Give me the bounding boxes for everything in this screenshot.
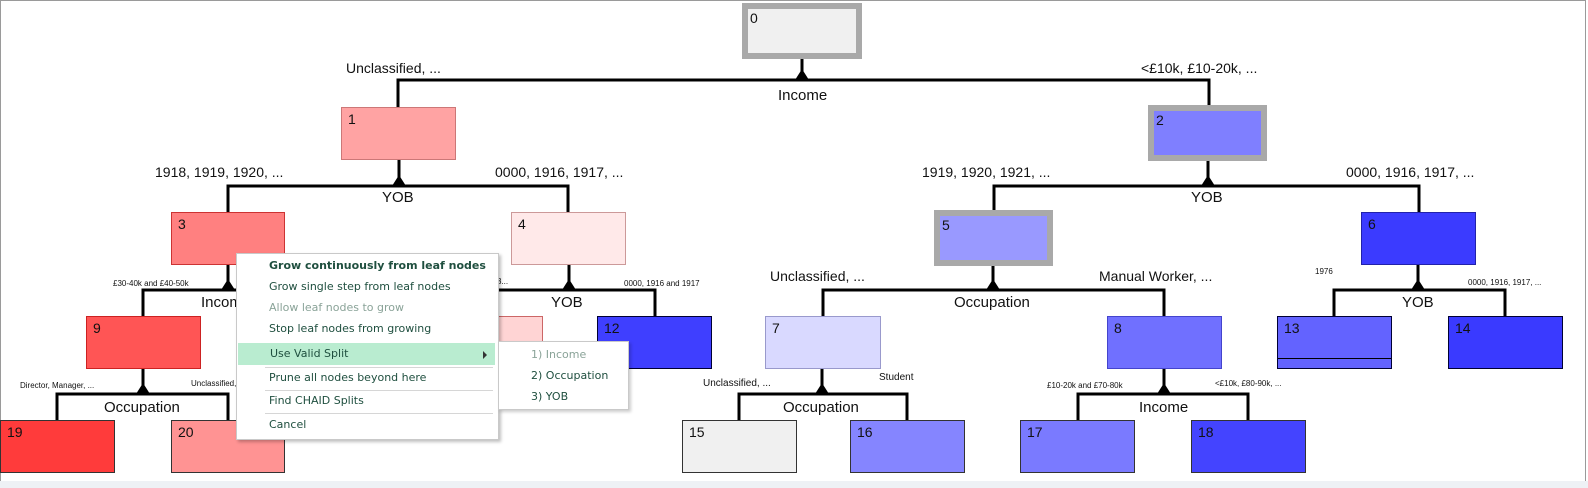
tree-node-16[interactable]: 16 [850, 420, 965, 473]
split-variable-label: YOB [1402, 294, 1434, 311]
menu-item-grow-continuously[interactable]: Grow continuously from leaf nodes [269, 259, 486, 272]
context-menu: Grow continuously from leaf nodes Grow s… [236, 253, 499, 440]
node-id: 20 [178, 424, 194, 440]
node-id: 0 [750, 10, 758, 26]
menu-separator [265, 413, 493, 414]
node-id: 16 [857, 424, 873, 440]
branch-label: Director, Manager, ... [20, 381, 95, 390]
split-marker-8 [1157, 383, 1171, 394]
tree-node-6[interactable]: 6 [1361, 212, 1476, 265]
node-id: 6 [1368, 216, 1376, 232]
branch-label: £30-40k and £40-50k [113, 279, 189, 288]
node-id: 15 [689, 424, 705, 440]
split-variable-label: YOB [382, 189, 414, 206]
submenu-item-occupation[interactable]: 2) Occupation [531, 369, 609, 382]
node-id: 12 [604, 320, 620, 336]
tree-node-0[interactable]: 0 [742, 3, 862, 59]
tree-node-9[interactable]: 9 [86, 316, 201, 369]
split-variable-label: Occupation [104, 399, 180, 416]
tree-node-19[interactable]: 19 [0, 420, 115, 473]
submenu-item-income[interactable]: 1) Income [531, 348, 587, 361]
tree-node-7[interactable]: 7 [765, 316, 881, 369]
node-id: 13 [1284, 320, 1300, 336]
split-variable-label: YOB [1191, 189, 1223, 206]
menu-item-label: Use Valid Split [270, 347, 349, 360]
branch-label: 0000, 1916, 1917, ... [1468, 278, 1542, 287]
menu-separator [265, 367, 493, 368]
tree-node-5[interactable]: 5 [934, 210, 1053, 266]
split-marker-1 [392, 175, 406, 186]
branch-label: 3... [497, 277, 509, 286]
branch-label: Student [879, 372, 914, 383]
menu-item-allow-leaf-grow[interactable]: Allow leaf nodes to grow [269, 301, 405, 314]
split-variable-label: Occupation [954, 294, 1030, 311]
tree-node-1[interactable]: 1 [341, 107, 456, 160]
tree-node-18[interactable]: 18 [1191, 420, 1306, 473]
branch-label: <£10k, £10-20k, ... [1141, 60, 1258, 76]
menu-item-stop-leaf-grow[interactable]: Stop leaf nodes from growing [269, 322, 432, 335]
tree-node-17[interactable]: 17 [1020, 420, 1135, 473]
node-id: 2 [1156, 112, 1164, 128]
split-marker-5 [986, 279, 1000, 290]
branch-label: 1918, 1919, 1920, ... [155, 164, 284, 180]
node-id: 1 [348, 111, 356, 127]
split-marker-7 [815, 383, 829, 394]
split-marker-3 [221, 279, 235, 290]
split-marker-4 [562, 279, 576, 290]
branch-label: £10-20k and £70-80k [1047, 381, 1123, 390]
submenu-valid-splits: 1) Income 2) Occupation 3) YOB [498, 341, 629, 410]
branch-label: Unclassified, ... [346, 60, 441, 76]
split-variable-label: Incom [201, 294, 242, 311]
split-variable-label: Income [778, 87, 828, 104]
branch-label: Manual Worker, ... [1099, 268, 1213, 284]
split-marker-0 [795, 69, 809, 80]
tree-node-14[interactable]: 14 [1448, 316, 1563, 369]
split-variable-label: YOB [551, 294, 583, 311]
node-id: 8 [1114, 320, 1122, 336]
menu-item-use-valid-split[interactable]: Use Valid Split [238, 343, 495, 365]
status-strip [0, 481, 1588, 488]
split-marker-6 [1411, 279, 1425, 290]
split-marker-9 [136, 383, 150, 394]
node-id: 7 [772, 320, 780, 336]
branch-label: 0000, 1916 and 1917 [624, 279, 700, 288]
menu-separator [265, 390, 493, 391]
branch-label: <£10k, £80-90k, ... [1215, 379, 1282, 388]
tree-node-4[interactable]: 4 [511, 212, 626, 265]
node-id: 17 [1027, 424, 1043, 440]
menu-item-cancel[interactable]: Cancel [269, 418, 307, 431]
submenu-item-yob[interactable]: 3) YOB [531, 390, 569, 403]
branch-label: 1976 [1315, 267, 1333, 276]
tree-node-15[interactable]: 15 [682, 420, 797, 473]
node-id: 19 [7, 424, 23, 440]
node-id: 18 [1198, 424, 1214, 440]
split-variable-label: Income [1139, 399, 1189, 416]
menu-item-grow-single-step[interactable]: Grow single step from leaf nodes [269, 280, 451, 293]
menu-item-find-chaid[interactable]: Find CHAID Splits [269, 394, 364, 407]
branch-label: Unclassified, ... [770, 268, 865, 284]
submenu-arrow-icon [483, 351, 487, 359]
menu-item-prune[interactable]: Prune all nodes beyond here [269, 371, 427, 384]
branch-label: 0000, 1916, 1917, ... [1346, 164, 1475, 180]
split-variable-label: Occupation [783, 399, 859, 416]
node-divider [1278, 358, 1391, 359]
tree-node-2[interactable]: 2 [1148, 105, 1267, 161]
node-id: 5 [942, 217, 950, 233]
tree-node-8[interactable]: 8 [1107, 316, 1222, 369]
node-id: 3 [178, 216, 186, 232]
node-id: 9 [93, 320, 101, 336]
branch-label: Unclassified, ... [703, 378, 771, 389]
branch-label: 1919, 1920, 1921, ... [922, 164, 1051, 180]
branch-label: Unclassified, [191, 379, 237, 388]
tree-node-13[interactable]: 13 [1277, 316, 1392, 369]
node-id: 14 [1455, 320, 1471, 336]
branch-label: 0000, 1916, 1917, ... [495, 164, 624, 180]
split-marker-2 [1201, 175, 1215, 186]
node-id: 4 [518, 216, 526, 232]
